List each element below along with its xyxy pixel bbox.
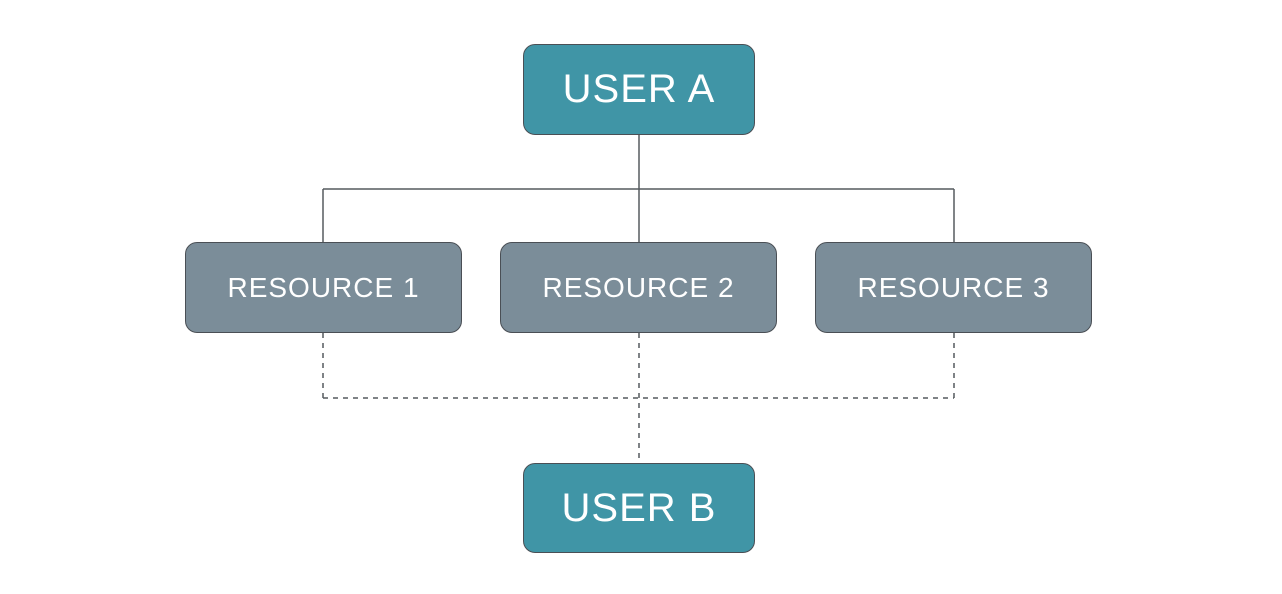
resource-3-node: RESOURCE 3 [815,242,1092,333]
resource-2-node: RESOURCE 2 [500,242,777,333]
dashed-connectors [322,333,955,463]
resource-1-node: RESOURCE 1 [185,242,462,333]
solid-connectors [322,135,955,242]
user-a-node: USER A [523,44,755,135]
user-b-node: USER B [523,463,755,553]
